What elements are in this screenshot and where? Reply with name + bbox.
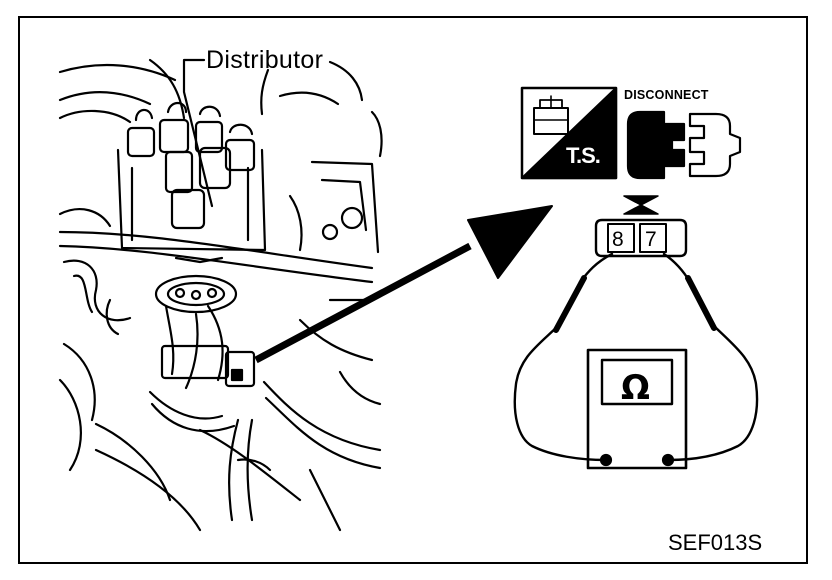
- figure-code: SEF013S: [668, 530, 763, 555]
- figure-frame: [18, 16, 808, 564]
- distributor-leader-line: [182, 58, 214, 208]
- harness-connector: [594, 195, 688, 258]
- ohm-symbol: Ω: [621, 368, 650, 408]
- terminal-7-label: 7: [645, 228, 657, 251]
- disconnect-label: DISCONNECT: [624, 88, 709, 102]
- distributor-label: Distributor: [206, 46, 324, 74]
- engine-illustration: [58, 58, 383, 532]
- ohm-meter-icon: [586, 348, 688, 470]
- terminal-8-label: 8: [612, 228, 624, 251]
- tool-label: T.S.: [566, 143, 601, 168]
- probe-leads: [513, 252, 759, 462]
- tool-box-icon: [520, 86, 618, 180]
- disconnect-connector-icon: [626, 110, 742, 180]
- pointer-arrow: [254, 205, 553, 364]
